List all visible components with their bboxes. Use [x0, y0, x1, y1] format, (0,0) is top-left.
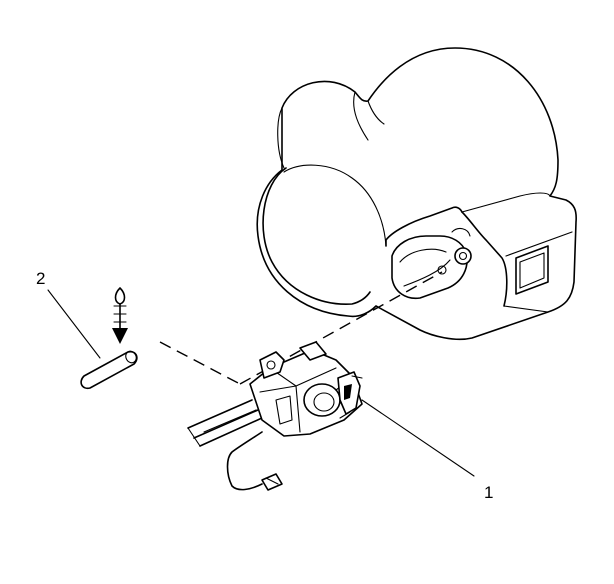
leader-line-1 — [361, 399, 475, 477]
ignition-switch-assembly — [187, 341, 363, 491]
callout-2: 2 — [36, 269, 45, 288]
column-housing — [256, 47, 577, 341]
leader-line-2 — [47, 289, 101, 359]
roll-pin — [80, 350, 138, 390]
callout-1: 1 — [484, 483, 493, 502]
install-direction-arrow-icon — [112, 287, 128, 344]
